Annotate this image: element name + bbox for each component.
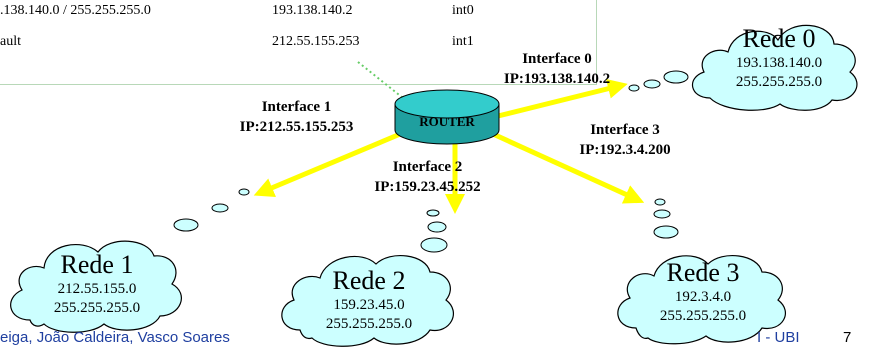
network-rede-3-name: Rede 3	[666, 258, 740, 287]
arrow-interface-3	[491, 131, 645, 204]
bubble-trail-rede-0	[628, 70, 689, 92]
router-label: ROUTER	[419, 114, 475, 129]
table-row-1-gateway: 212.55.155.253	[272, 34, 360, 49]
network-rede-3-address: 192.3.4.0	[674, 289, 732, 305]
interface-1-label: Interface 1 IP:212.55.155.253	[214, 97, 379, 137]
network-rede-0-address: 193.138.140.0	[735, 55, 823, 71]
network-rede-1-address: 212.55.155.0	[57, 281, 137, 297]
table-connector	[357, 61, 404, 99]
interface-0-name: Interface 0	[522, 51, 592, 67]
table-row-0-destination: .138.140.0 / 255.255.255.0	[0, 3, 151, 18]
interface-1-name: Interface 1	[261, 99, 332, 115]
footer-authors: eiga, João Caldeira, Vasco Soares	[0, 329, 230, 346]
network-rede-1: Rede 1 212.55.155.0 255.255.255.0	[22, 250, 172, 318]
network-rede-0-mask: 255.255.255.0	[735, 74, 823, 90]
cloud-rede-3	[617, 255, 786, 345]
network-rede-3: Rede 3 192.3.4.0 255.255.255.0	[628, 258, 778, 326]
table-row-1-destination: ault	[0, 34, 21, 49]
network-rede-2-name: Rede 2	[332, 266, 406, 295]
table-row-0-interface: int0	[452, 3, 474, 18]
footer-institution: I - UBI	[757, 329, 800, 346]
routing-table: .138.140.0 / 255.255.255.0 193.138.140.2…	[0, 0, 597, 85]
interface-0-ip: IP:193.138.140.2	[503, 71, 611, 87]
interface-0-label: Interface 0 IP:193.138.140.2	[482, 49, 632, 89]
interface-1-ip: IP:212.55.155.253	[239, 119, 354, 135]
network-rede-0: Rede 0 193.138.140.0 255.255.255.0	[704, 24, 854, 92]
interface-3-name: Interface 3	[590, 122, 660, 138]
router-icon	[394, 89, 500, 145]
interface-3-label: Interface 3 IP:192.3.4.200	[555, 120, 695, 160]
network-rede-3-mask: 255.255.255.0	[659, 308, 747, 324]
cloud-rede-2	[281, 255, 455, 347]
interface-2-name: Interface 2	[392, 159, 463, 175]
interface-2-ip: IP:159.23.45.252	[374, 179, 481, 195]
network-rede-2: Rede 2 159.23.45.0 255.255.255.0	[294, 266, 444, 334]
cloud-rede-0	[692, 24, 858, 111]
network-rede-2-mask: 255.255.255.0	[325, 316, 413, 332]
arrow-interface-0	[497, 78, 628, 119]
bubble-trail-rede-3	[653, 198, 679, 239]
table-row-0-gateway: 193.138.140.2	[272, 3, 353, 18]
table-row-1-interface: int1	[452, 34, 474, 49]
interface-2-label: Interface 2 IP:159.23.45.252	[350, 157, 505, 197]
bubble-trail-rede-1	[173, 188, 250, 232]
arrow-interface-1	[253, 129, 406, 197]
bubble-trail-rede-2	[420, 209, 448, 253]
cloud-rede-1	[10, 240, 182, 333]
network-rede-2-address: 159.23.45.0	[333, 297, 405, 313]
network-rede-1-name: Rede 1	[60, 250, 134, 279]
interface-3-ip: IP:192.3.4.200	[579, 142, 671, 158]
network-rede-0-name: Rede 0	[742, 24, 816, 53]
page-number: 7	[843, 329, 852, 346]
network-rede-1-mask: 255.255.255.0	[53, 300, 141, 316]
